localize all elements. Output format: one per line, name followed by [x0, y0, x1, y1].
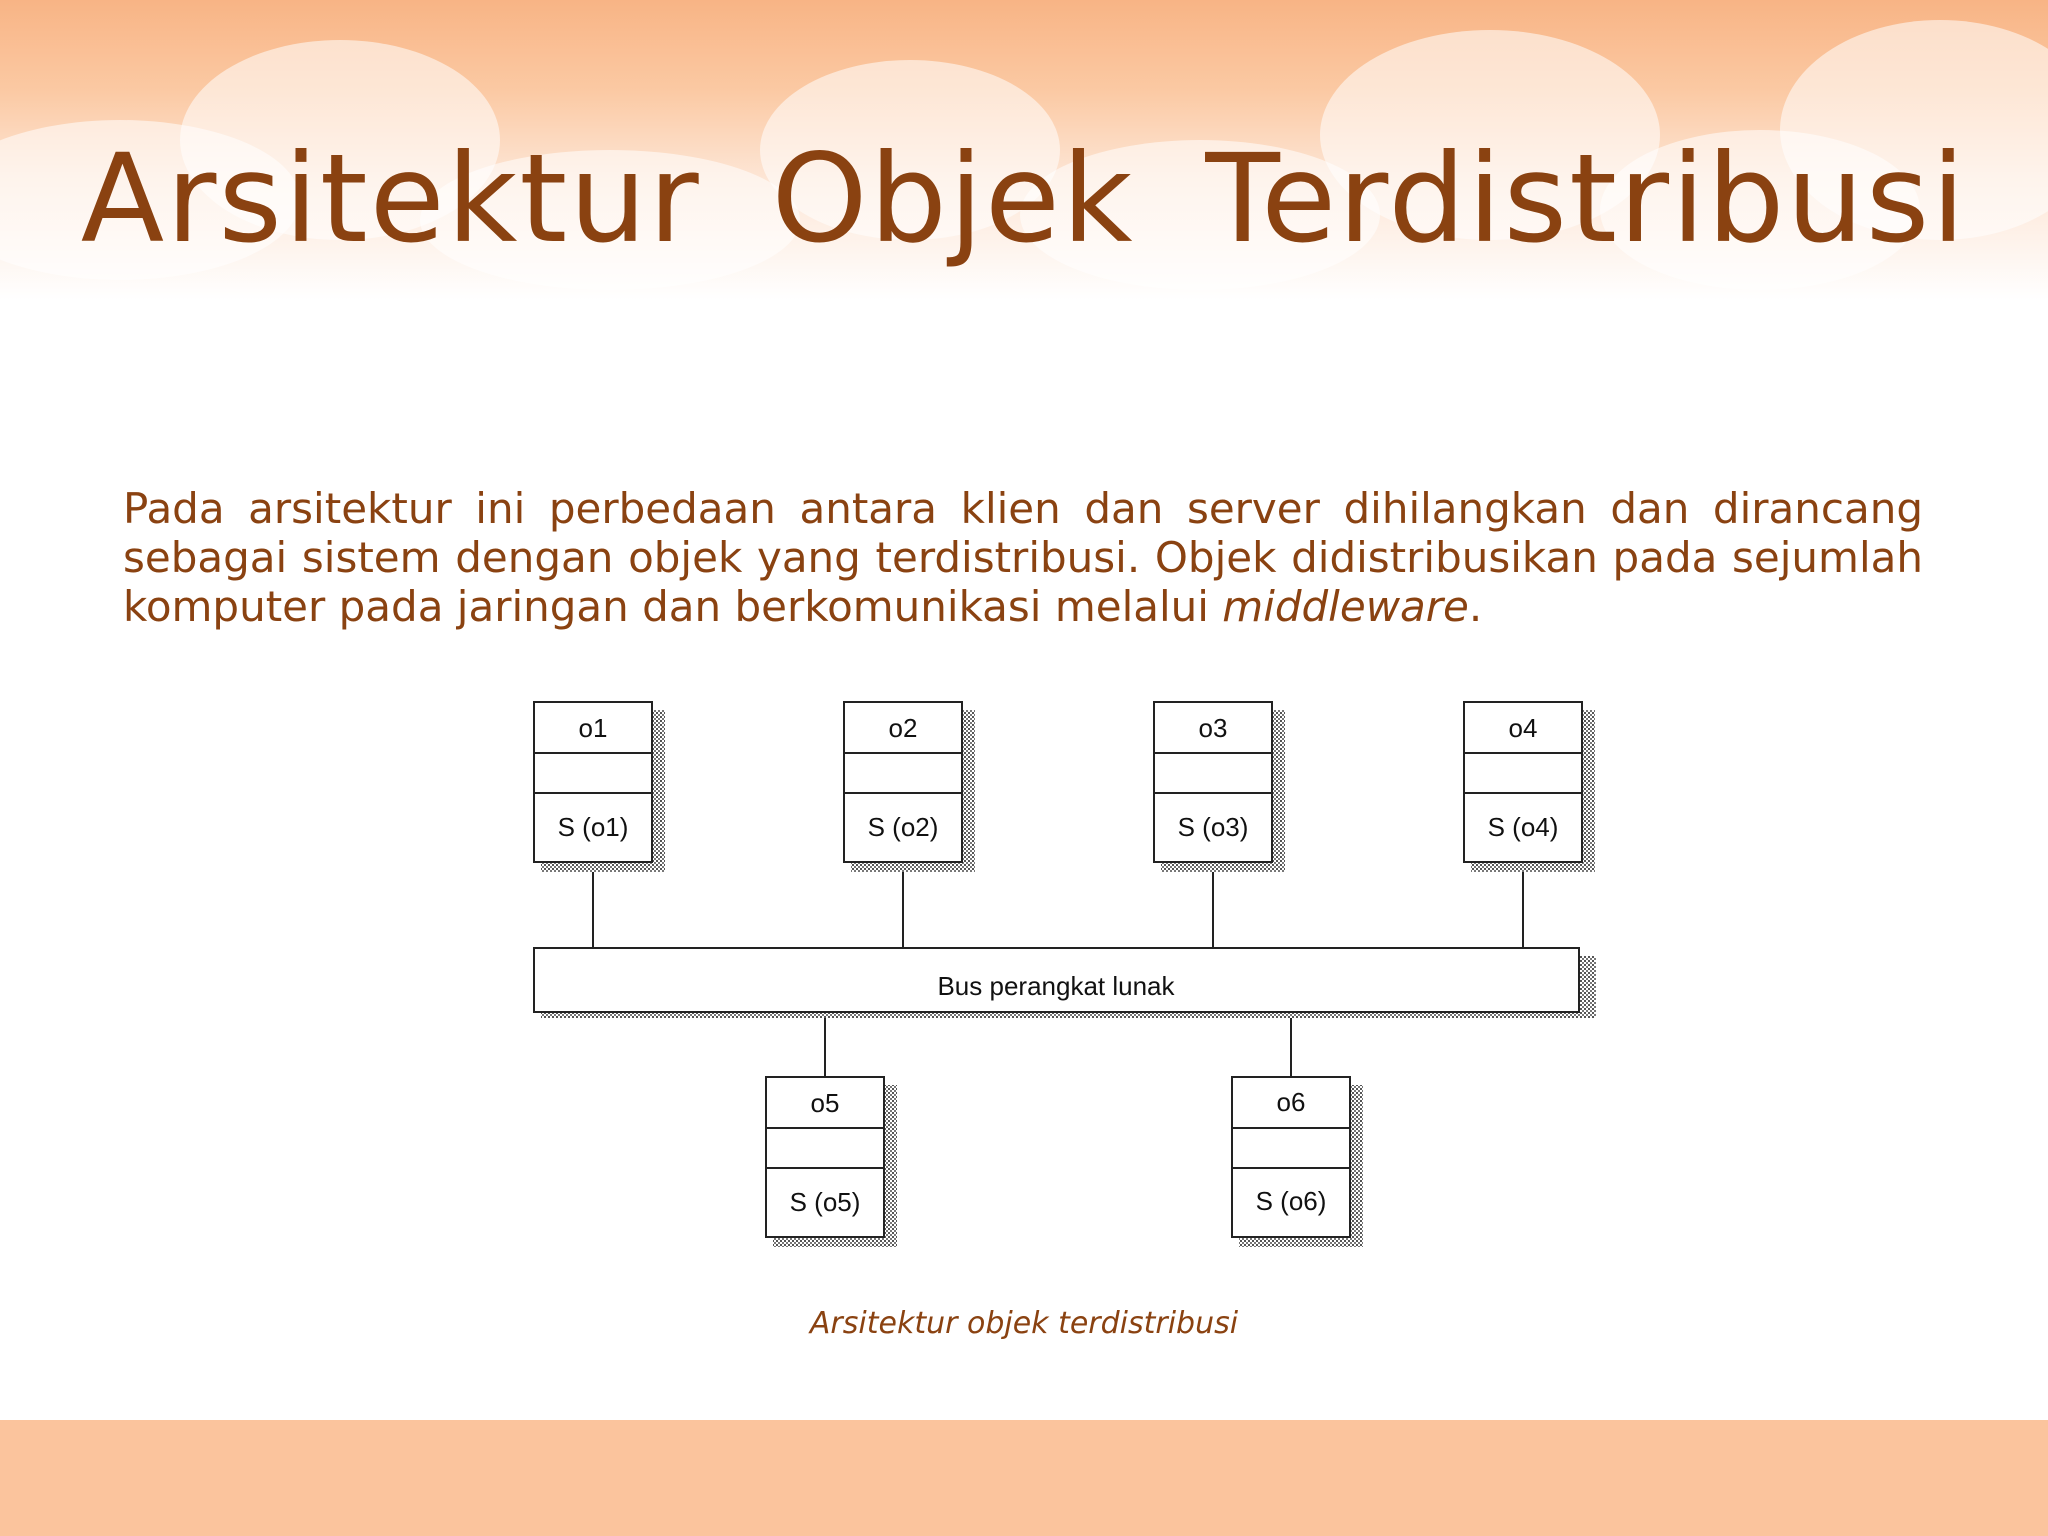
- object-name-o6: o6: [1277, 1087, 1306, 1117]
- object-box-o5: o5 S (o5): [765, 1076, 897, 1247]
- paragraph-end: .: [1468, 582, 1483, 631]
- slide-title: Arsitektur Objek Terdistribusi: [80, 128, 1968, 270]
- object-box-o3: o3 S (o3): [1153, 701, 1285, 872]
- object-service-o2: S (o2): [868, 812, 939, 842]
- header-background: [0, 0, 2048, 300]
- paragraph-emphasis: middleware: [1222, 582, 1469, 631]
- paragraph-text: Pada arsitektur ini perbedaan antara kli…: [123, 484, 1923, 631]
- object-name-o3: o3: [1199, 713, 1228, 743]
- object-name-o1: o1: [579, 713, 608, 743]
- bus-label: Bus perangkat lunak: [937, 971, 1175, 1001]
- object-box-o1: o1 S (o1): [533, 701, 665, 872]
- object-service-o3: S (o3): [1178, 812, 1249, 842]
- object-service-o4: S (o4): [1488, 812, 1559, 842]
- object-box-o6: o6 S (o6): [1231, 1076, 1363, 1247]
- figure-caption: Arsitektur objek terdistribusi: [809, 1306, 1239, 1341]
- object-service-o5: S (o5): [790, 1187, 861, 1217]
- object-name-o5: o5: [811, 1088, 840, 1118]
- object-box-o2: o2 S (o2): [843, 701, 975, 872]
- object-service-o1: S (o1): [558, 812, 629, 842]
- object-name-o2: o2: [889, 713, 918, 743]
- object-service-o6: S (o6): [1256, 1186, 1327, 1216]
- footer-band: [0, 1420, 2048, 1536]
- object-name-o4: o4: [1509, 713, 1538, 743]
- body-paragraph: Pada arsitektur ini perbedaan antara kli…: [123, 484, 1923, 631]
- software-bus: Bus perangkat lunak: [533, 947, 1596, 1018]
- object-box-o4: o4 S (o4): [1463, 701, 1595, 872]
